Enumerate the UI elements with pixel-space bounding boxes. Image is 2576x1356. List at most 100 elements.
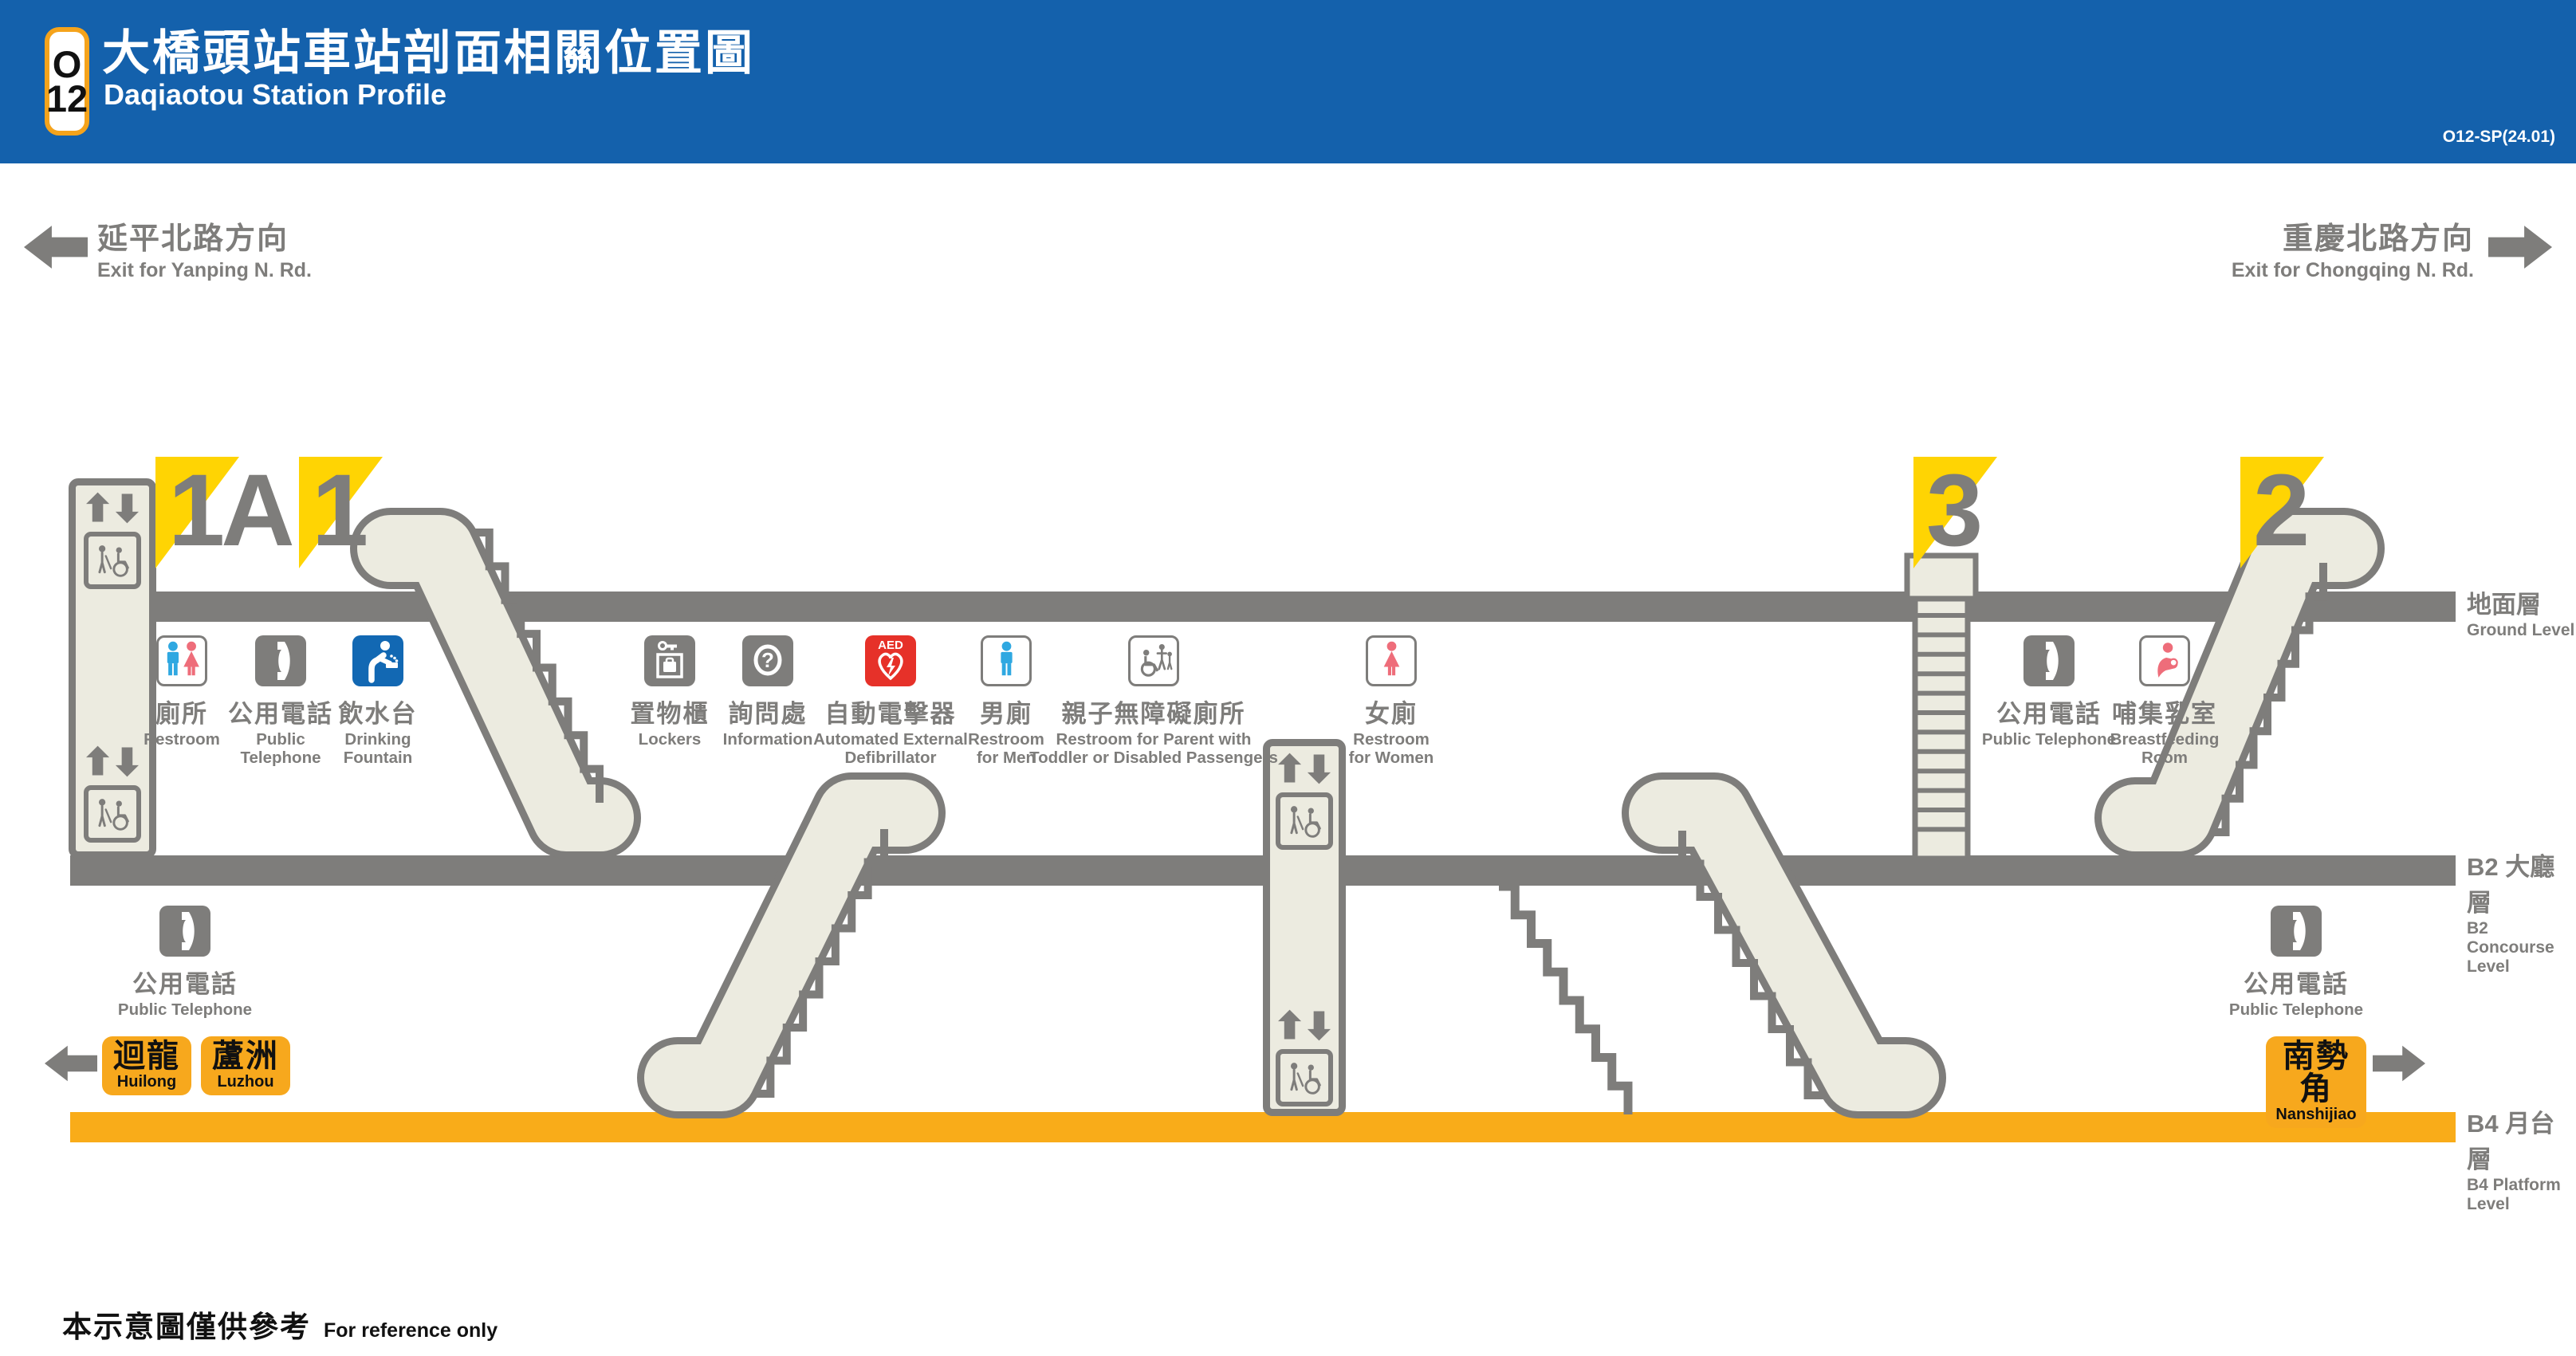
facility-label-en: Drinking Fountain (343, 730, 413, 767)
facility-label-en: Public Telephone (117, 1000, 253, 1019)
facility-restroom-women: 女廁 Restroom for Women (1240, 635, 1543, 767)
elevator-call-panel (1270, 1009, 1339, 1106)
label-b2-level: B2 大廳層 B2 Concourse Level (2467, 847, 2576, 977)
facility-lockers: 置物櫃 Lockers (518, 635, 821, 749)
page-title-zh: 大橋頭站車站剖面相關位置圖 (102, 26, 755, 80)
facility-public-telephone-ground-left: 公用電話 Public Telephone (129, 635, 432, 767)
platform-left-arrow-icon (45, 1043, 97, 1088)
label-b4-en: B4 Platform Level (2467, 1176, 2561, 1213)
elevator-ground-b2 (69, 478, 156, 859)
exit-number-1: 1 (312, 454, 368, 568)
facility-public-telephone-b2-right: 公用電話 Public Telephone (2145, 906, 2448, 1020)
sheet-code: O12-SP(24.01) (2442, 128, 2555, 146)
facility-label-zh: 廁所 (155, 700, 208, 728)
destination-badge-nanshijiao: 南勢角 Nanshijiao (2266, 1036, 2366, 1128)
escalator-exit1-ground-b2 (357, 515, 634, 851)
facility-label-en: Restroom for Men (968, 730, 1044, 767)
platform-right-arrow-icon (2373, 1043, 2425, 1088)
facility-label-zh: 女廁 (1365, 700, 1418, 728)
facility-label-zh: 公用電話 (2244, 970, 2349, 998)
right-arrow-icon (2488, 222, 2552, 277)
escalator-exit1-ground-b2-steps (474, 529, 604, 803)
footer-note-zh: 本示意圖僅供參考 (62, 1311, 311, 1343)
facility-label-en: Public Telephone (240, 730, 321, 767)
facility-restroom: 廁所 Restroom (30, 635, 333, 749)
destination-zh: 蘆洲 (212, 1039, 279, 1074)
facility-label-zh: 公用電話 (1996, 700, 2102, 728)
facility-label-zh: 公用電話 (132, 970, 238, 998)
header: O 12 大橋頭站車站剖面相關位置圖 Daqiaotou Station Pro… (0, 0, 2576, 163)
up-down-arrows-icon (86, 745, 139, 781)
facility-restroom-family: 親子無障礙廁所 Restroom for Parent with Toddler… (1002, 635, 1305, 767)
accessible-elevator-icon (1276, 1049, 1333, 1106)
destination-badge-huilong: 迴龍 Huilong (102, 1036, 191, 1095)
station-code-line: O (52, 42, 82, 85)
destination-en: Nanshijiao (2275, 1105, 2357, 1123)
facility-label-zh: 自動電擊器 (824, 700, 957, 728)
station-code-badge: O 12 (45, 27, 89, 136)
destination-en: Huilong (116, 1072, 177, 1091)
facility-label-zh: 公用電話 (228, 700, 333, 728)
label-ground-en: Ground Level (2467, 621, 2575, 639)
direction-sign-right: 重慶北路方向 Exit for Chongqing N. Rd. (2232, 214, 2474, 282)
label-b2-en: B2 Concourse Level (2467, 919, 2554, 976)
up-down-arrows-icon (86, 492, 139, 528)
phone-icon (255, 635, 306, 686)
up-down-arrows-icon (1278, 1009, 1331, 1045)
exit-number-1A: 1A (168, 454, 295, 568)
destination-zh: 南勢角 (2283, 1039, 2350, 1106)
men-icon (981, 635, 1032, 686)
station-code-line: 12 (45, 77, 88, 120)
facility-label-en: Breastfeeding Room (2110, 730, 2220, 767)
b4-platform-bar (70, 1112, 2456, 1142)
label-b2-zh: B2 大廳層 (2467, 853, 2555, 917)
facility-label-en: Lockers (638, 730, 702, 749)
restroom-icon (156, 635, 207, 686)
footer-note-en: For reference only (324, 1319, 498, 1342)
facility-public-telephone-ground-right: 公用電話 Public Telephone (1898, 635, 2200, 749)
family-icon (1128, 635, 1179, 686)
stairs-exit3-cap (1904, 552, 1979, 602)
elevator-call-panel (76, 745, 149, 843)
facility-drinking-fountain: 飲水台 Drinking Fountain (226, 635, 529, 767)
lockers-icon (644, 635, 695, 686)
phone-icon (2271, 906, 2322, 957)
exit-number-3: 3 (1926, 454, 1983, 568)
elevator-call-panel (1270, 753, 1339, 850)
facility-label-zh: 男廁 (980, 700, 1032, 728)
label-b4-zh: B4 月台層 (2467, 1110, 2555, 1173)
destination-zh: 迴龍 (113, 1039, 180, 1074)
facility-label-zh: 親子無障礙廁所 (1061, 700, 1246, 728)
facility-label-zh: 哺集乳室 (2112, 700, 2217, 728)
elevator-b2-b4 (1263, 739, 1346, 1116)
facility-label-en: Public Telephone (1981, 730, 2117, 749)
escalator-b2-b4-right-steps (1678, 831, 1826, 1099)
escalator-exit2-ground-b2 (2102, 515, 2377, 851)
left-arrow-icon (24, 222, 88, 277)
label-ground-level: 地面層 Ground Level (2467, 584, 2574, 640)
fountain-icon (352, 635, 403, 686)
direction-left-en: Exit for Yanping N. Rd. (97, 259, 313, 281)
breastfeeding-icon (2139, 635, 2190, 686)
destination-en: Luzhou (217, 1072, 274, 1091)
phone-icon (2023, 635, 2075, 686)
facility-label-en: Restroom for Women (1348, 730, 1434, 767)
svg-text:?: ? (761, 648, 774, 672)
accessible-elevator-icon (84, 532, 141, 589)
women-icon (1366, 635, 1417, 686)
accessible-elevator-icon (84, 785, 141, 843)
facility-label-zh: 置物櫃 (630, 700, 710, 728)
elevator-call-panel (76, 492, 149, 589)
accessible-elevator-icon (1276, 792, 1333, 850)
facility-information: ? 詢問處 Information (616, 635, 919, 749)
facility-label-zh: 飲水台 (338, 700, 418, 728)
facility-label-en: Restroom for Parent with Toddler or Disa… (1029, 730, 1278, 767)
direction-right-zh: 重慶北路方向 (2282, 222, 2474, 256)
info-icon: ? (742, 635, 793, 686)
direction-left-zh: 延平北路方向 (97, 222, 289, 256)
up-down-arrows-icon (1278, 753, 1331, 788)
svg-text:AED: AED (878, 639, 903, 652)
facility-label-zh: 詢問處 (728, 700, 808, 728)
